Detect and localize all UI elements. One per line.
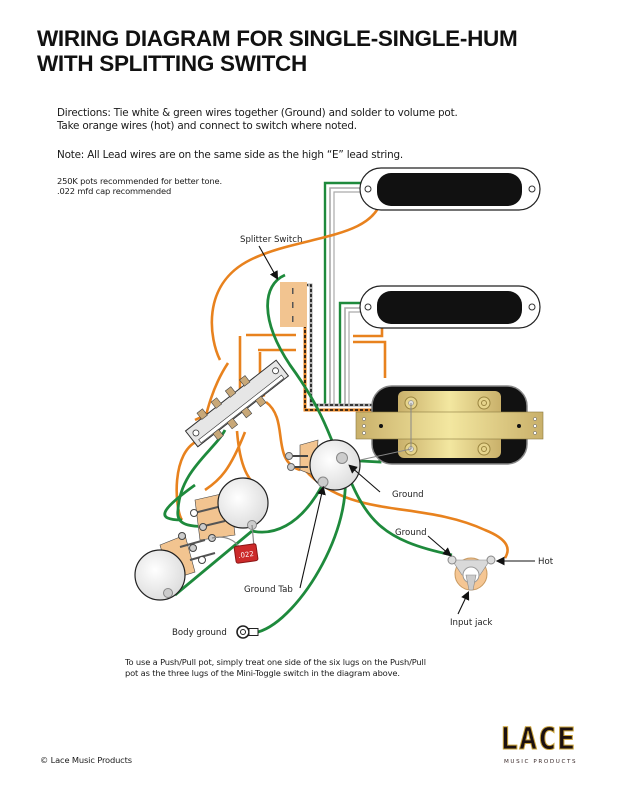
- tone-pot-2: [134, 532, 216, 601]
- tone-pot-1: [190, 477, 269, 542]
- logo-wordmark: LACE: [499, 722, 577, 757]
- push-pull-line-2: pot as the three lugs of the Mini-Toggle…: [125, 668, 400, 678]
- page-title: WIRING DIAGRAM FOR SINGLE-SINGLE-HUM WIT…: [37, 26, 518, 76]
- splitter-switch-label: Splitter Switch: [240, 235, 302, 245]
- hot-label: Hot: [538, 557, 554, 567]
- ground-label-jack: Ground: [395, 528, 427, 538]
- push-pull-line-1: To use a Push/Pull pot, simply treat one…: [125, 657, 426, 667]
- directions-line-2: Take orange wires (hot) and connect to s…: [57, 120, 357, 132]
- push-pull-note: To use a Push/Pull pot, simply treat one…: [125, 657, 426, 679]
- copyright-text: © Lace Music Products: [40, 755, 132, 765]
- title-line-2: WITH SPLITTING SWITCH: [37, 51, 307, 76]
- ground-tab-label: Ground Tab: [244, 585, 293, 595]
- logo-subtext: MUSIC PRODUCTS: [504, 759, 578, 765]
- title-line-1: WIRING DIAGRAM FOR SINGLE-SINGLE-HUM: [37, 26, 518, 51]
- cap-tip: .022 mfd cap recommended: [57, 186, 172, 196]
- directions-text: Directions: Tie white & green wires toge…: [57, 107, 458, 133]
- bridge-humbucker: [355, 385, 544, 465]
- ground-label-volume: Ground: [392, 490, 424, 500]
- lead-wire-note: Note: All Lead wires are on the same sid…: [57, 149, 403, 161]
- capacitor-value: .022: [238, 550, 255, 560]
- component-tips: 250K pots recommended for better tone. .…: [57, 176, 222, 196]
- five-way-selector: [184, 359, 290, 448]
- pots-tip: 250K pots recommended for better tone.: [57, 176, 222, 186]
- lace-logo: LACE MUSIC PRODUCTS: [499, 722, 590, 770]
- callout-arrows: [258, 245, 535, 615]
- input-jack-label: Input jack: [450, 618, 492, 628]
- capacitor: .022: [211, 524, 259, 564]
- splitter-switch: [280, 282, 307, 327]
- directions-line-1: Directions: Tie white & green wires toge…: [57, 107, 458, 119]
- body-ground-lug: [236, 625, 259, 639]
- volume-pot: [285, 439, 361, 491]
- body-ground-label: Body ground: [172, 628, 227, 638]
- middle-pickup: [359, 285, 541, 329]
- neck-pickup: [359, 167, 541, 211]
- input-jack: [447, 555, 496, 591]
